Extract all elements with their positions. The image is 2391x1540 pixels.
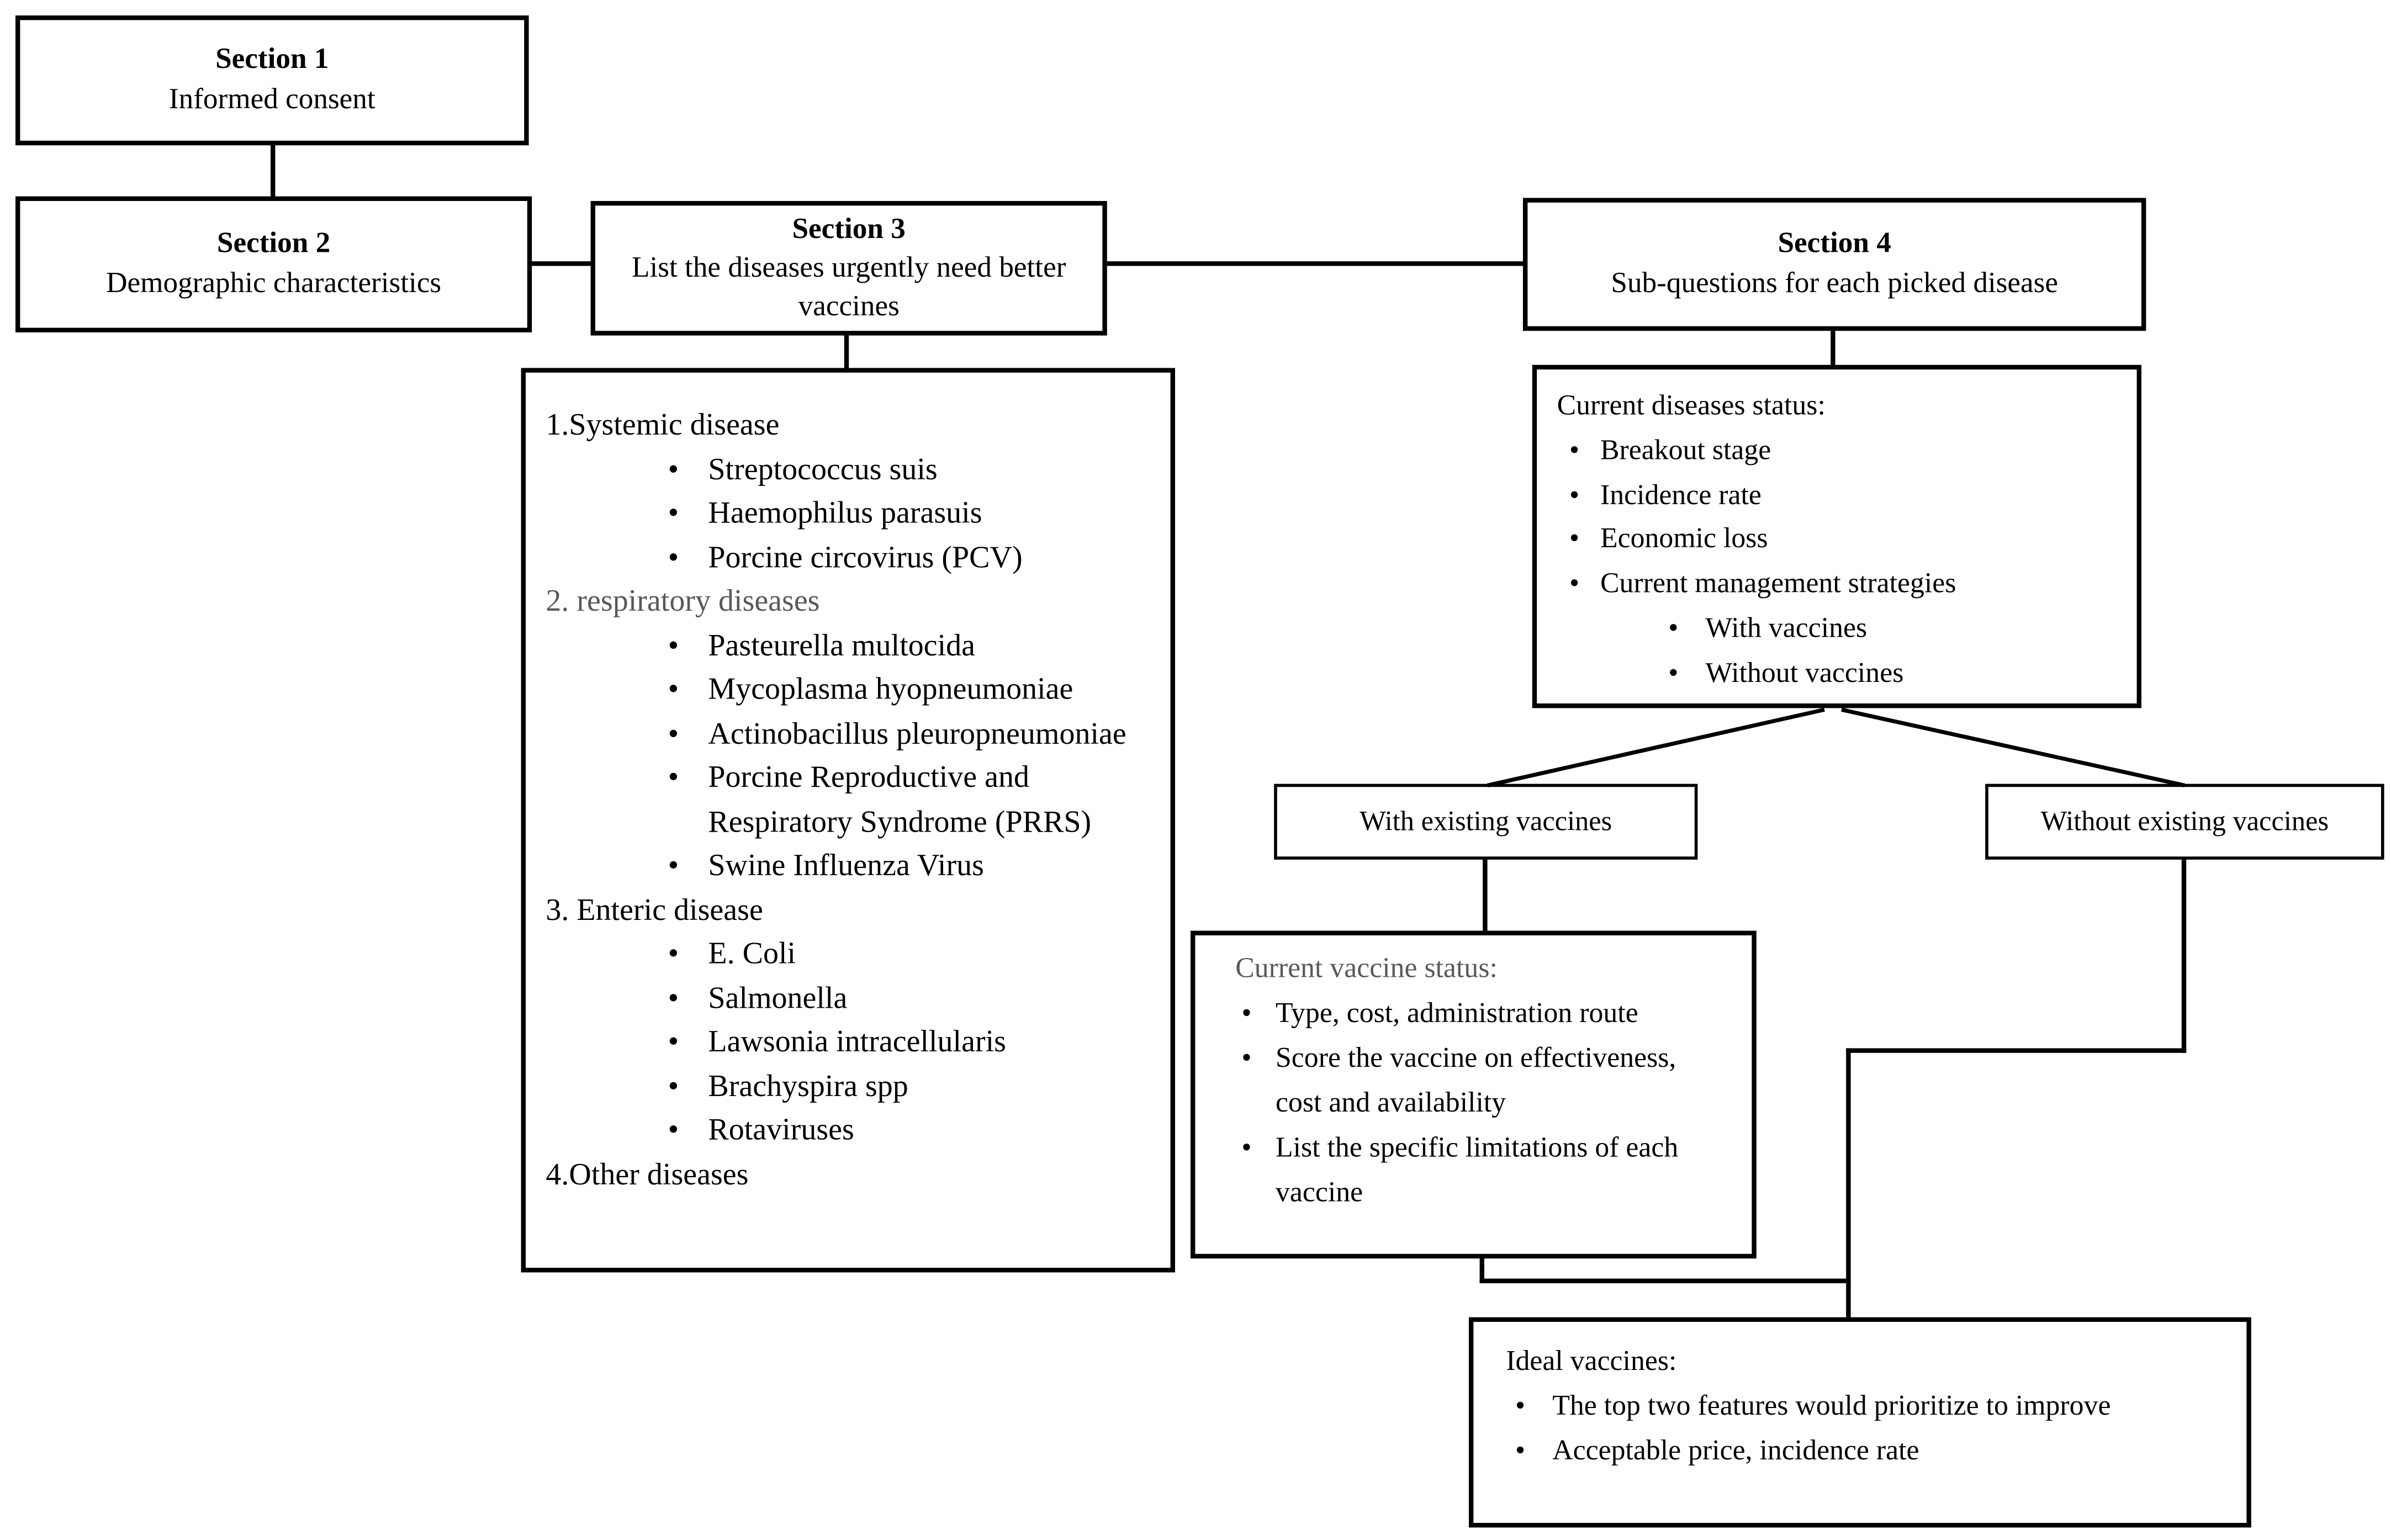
disease-item: Porcine circovirus (PCV)	[668, 536, 1144, 580]
box-with-existing-vaccines: With existing vaccines	[1274, 784, 1698, 860]
disease-groups: 1.Systemic diseaseStreptococcus suisHaem…	[546, 404, 1155, 1197]
section-2-title: Section 2	[216, 227, 331, 260]
list-item: The top two features would prioritize to…	[1515, 1385, 2128, 1430]
connector-diagonal-without	[1841, 707, 2186, 787]
current-vaccine-status-heading: Current vaccine status:	[1235, 954, 1498, 985]
disease-group-label: 1.Systemic disease	[546, 408, 780, 442]
connector-without-left	[1846, 1048, 2187, 1053]
disease-item: Porcine Reproductive and Respiratory Syn…	[668, 756, 1144, 844]
section-2-subtitle: Demographic characteristics	[106, 267, 442, 300]
disease-item: E. Coli	[668, 932, 1144, 976]
list-item: Without vaccines	[1668, 652, 2124, 697]
connector-without-down	[2181, 859, 2187, 1053]
box-ideal-vaccines: Ideal vaccines: The top two features wou…	[1469, 1317, 2251, 1528]
list-item: Breakout stage	[1569, 430, 2124, 474]
connector-vaccinestatus-right	[1479, 1278, 1851, 1283]
disease-item: Brachyspira spp	[668, 1065, 1144, 1109]
connector-s3-s4	[1107, 261, 1523, 266]
disease-group-items: Streptococcus suisHaemophilus parasuisPo…	[546, 448, 1155, 580]
without-existing-vaccines-label: Without existing vaccines	[2040, 805, 2329, 837]
box-current-vaccine-status: Current vaccine status: Type, cost, admi…	[1191, 930, 1757, 1259]
section-3-title: Section 3	[792, 213, 906, 246]
connector-s2-s3	[532, 261, 591, 266]
box-section-2: Section 2 Demographic characteristics	[15, 196, 532, 332]
box-current-diseases-status: Current diseases status: Breakout stageI…	[1532, 364, 2141, 708]
ideal-vaccines-heading: Ideal vaccines:	[1506, 1346, 1677, 1378]
connector-diagonal-with	[1487, 707, 1825, 787]
box-section-4: Section 4 Sub-questions for each picked …	[1523, 198, 2146, 331]
list-item: With vaccines	[1668, 607, 2124, 652]
box-without-existing-vaccines: Without existing vaccines	[1985, 784, 2384, 860]
list-item: List the specific limitations of each va…	[1241, 1127, 1681, 1216]
current-diseases-status-heading: Current diseases status:	[1557, 391, 1826, 422]
connector-vaccinestatus-down	[1479, 1257, 1484, 1283]
box-disease-list: 1.Systemic diseaseStreptococcus suisHaem…	[521, 368, 1175, 1273]
section-4-title: Section 4	[1778, 227, 1891, 260]
with-existing-vaccines-label: With existing vaccines	[1360, 805, 1612, 837]
disease-item: Haemophilus parasuis	[668, 491, 1144, 536]
disease-item: Swine Influenza Virus	[668, 844, 1144, 888]
disease-item: Lawsonia intracellularis	[668, 1020, 1144, 1065]
disease-group-items: Pasteurella multocidaMycoplasma hyopneum…	[546, 624, 1155, 888]
box-section-1: Section 1 Informed consent	[15, 15, 529, 146]
section-1-subtitle: Informed consent	[168, 83, 375, 116]
disease-group-label: 2. respiratory diseases	[546, 584, 820, 618]
disease-item: Rotaviruses	[668, 1109, 1144, 1153]
disease-item: Streptococcus suis	[668, 448, 1144, 492]
box-section-3: Section 3 List the diseases urgently nee…	[590, 201, 1107, 336]
disease-item: Mycoplasma hyopneumoniae	[668, 668, 1144, 712]
section-1-title: Section 1	[215, 43, 329, 76]
disease-item: Salmonella	[668, 976, 1144, 1020]
connector-s1-s2	[271, 144, 276, 198]
disease-group-label: 3. Enteric disease	[546, 893, 763, 927]
disease-group-label: 4.Other diseases	[546, 1157, 749, 1192]
connector-with-vaccinestatus	[1483, 859, 1488, 933]
list-item: Acceptable price, incidence rate	[1515, 1430, 2128, 1475]
connector-merge-ideal	[1846, 1048, 1851, 1317]
section-4-subtitle: Sub-questions for each picked disease	[1611, 267, 2058, 300]
disease-item: Actinobacillus pleuropneumoniae	[668, 712, 1144, 756]
connector-s3-list	[844, 334, 849, 370]
list-item: Incidence rate	[1569, 474, 2124, 518]
ideal-vaccines-bullets: The top two features would prioritize to…	[1506, 1385, 2231, 1475]
disease-group-items: E. ColiSalmonellaLawsonia intracellulari…	[546, 932, 1155, 1152]
current-vaccine-status-bullets: Type, cost, administration routeScore th…	[1235, 993, 1739, 1217]
current-diseases-status-bullets: Breakout stageIncidence rateEconomic los…	[1557, 430, 2125, 608]
section-3-subtitle: List the diseases urgently need better v…	[631, 252, 1066, 324]
connector-s4-status	[1831, 329, 1835, 367]
list-item: Economic loss	[1569, 518, 2124, 563]
list-item: Score the vaccine on effectiveness, cost…	[1241, 1038, 1681, 1127]
list-item: Current management strategies	[1569, 563, 2124, 608]
disease-item: Pasteurella multocida	[668, 624, 1144, 668]
list-item: Type, cost, administration route	[1241, 993, 1681, 1038]
